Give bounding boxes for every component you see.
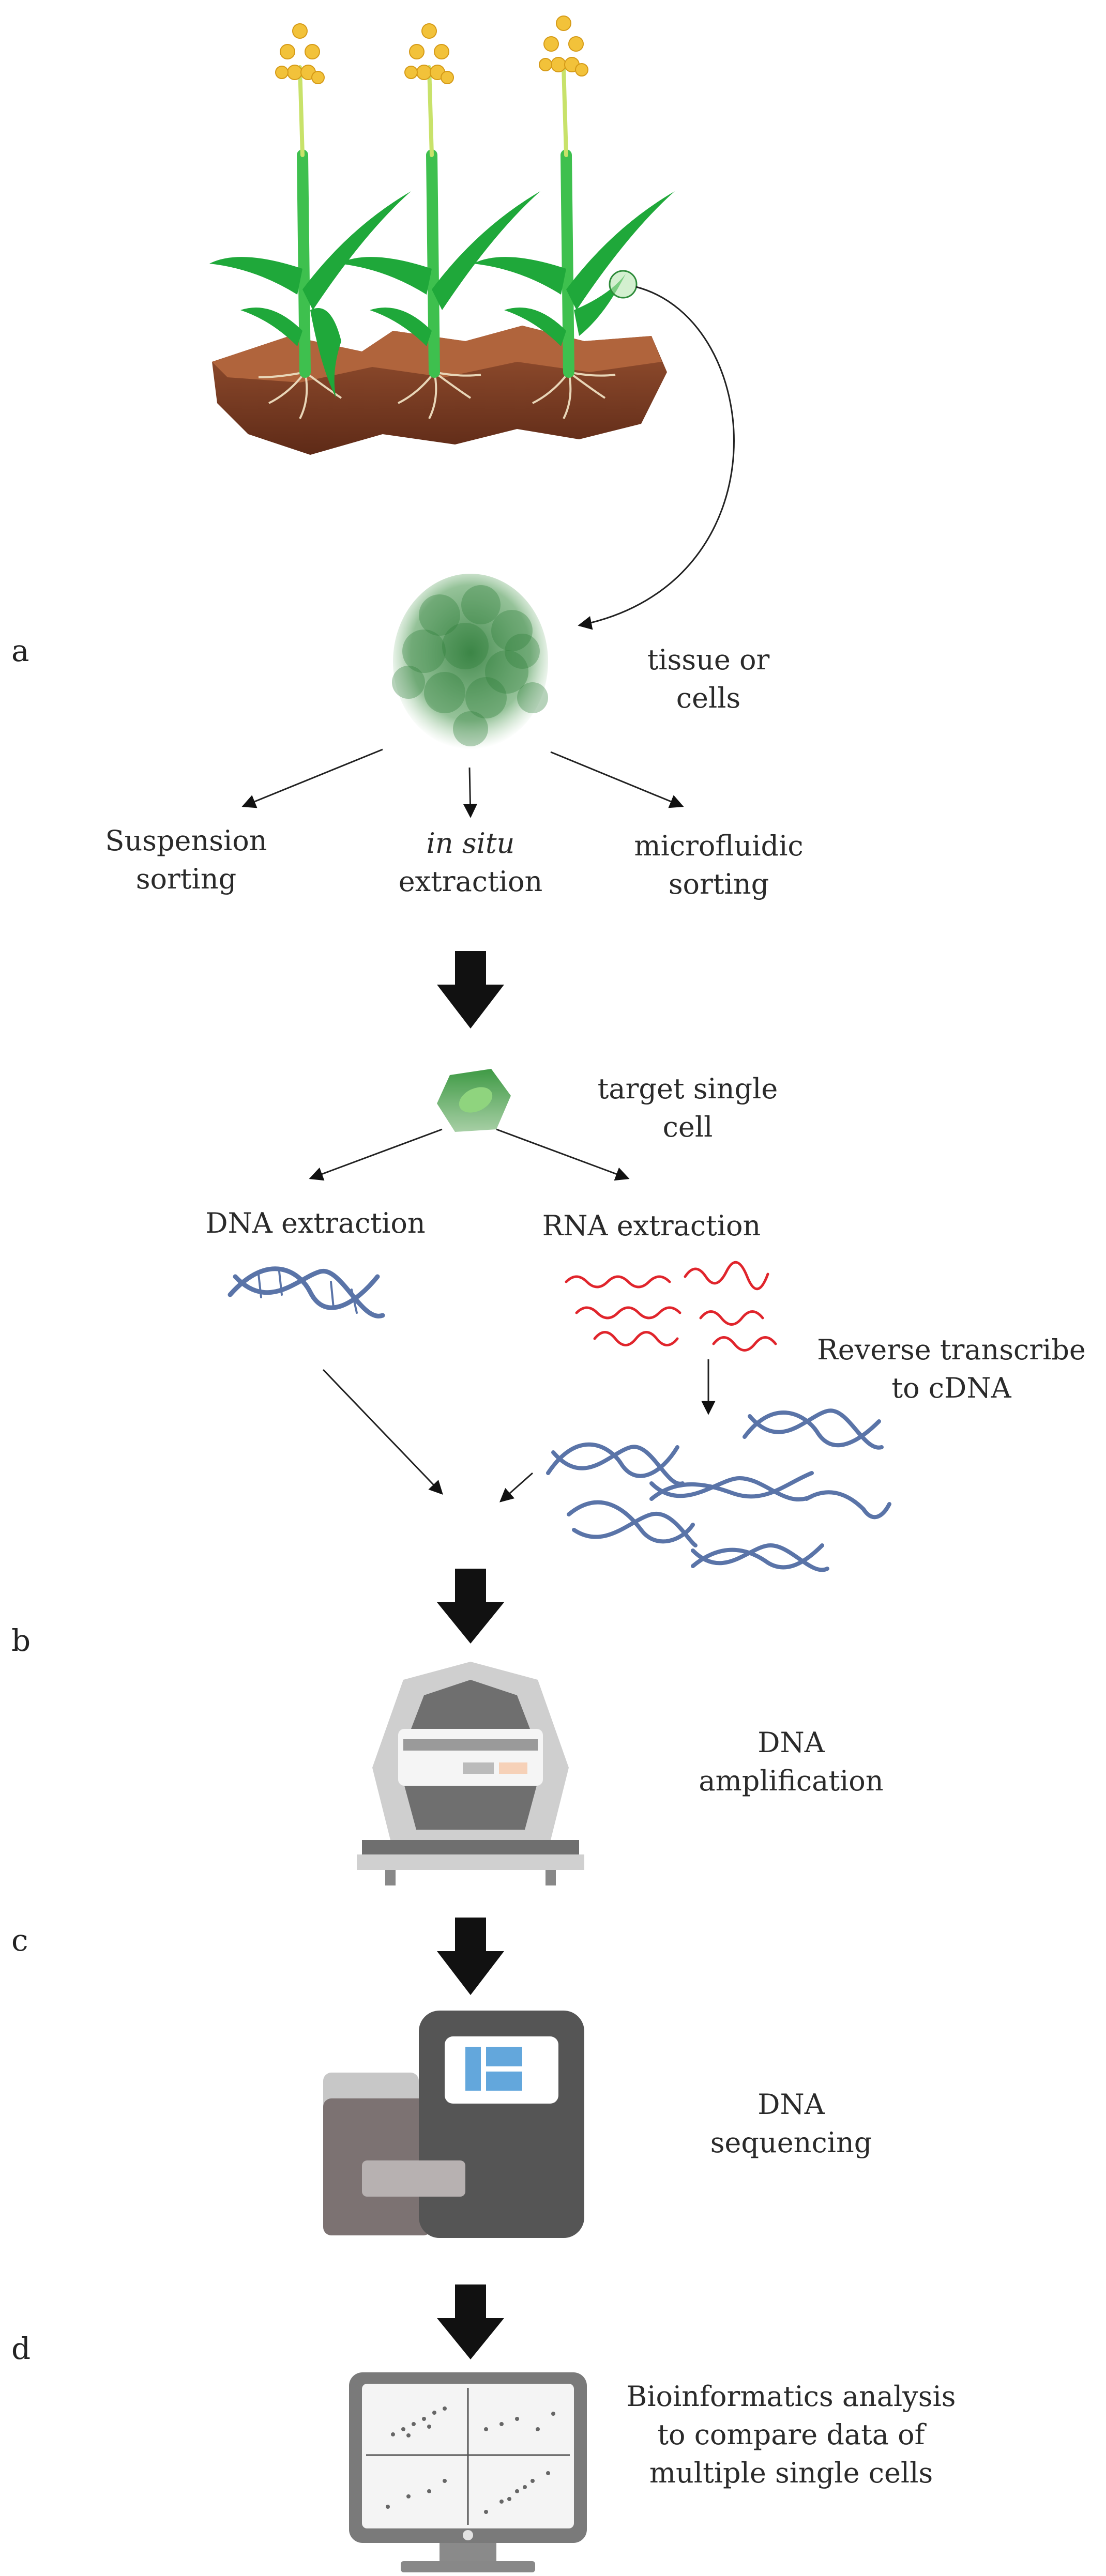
dna-helix-icon: [228, 1266, 385, 1318]
label-tissue-or-cells: tissue or cells: [647, 643, 770, 714]
plant-icon: [209, 16, 675, 455]
computer-monitor-icon: [349, 2372, 587, 2572]
label-dna-sequencing: DNA sequencing: [710, 2088, 872, 2159]
cdna-helix-icon: [546, 1408, 891, 1572]
panel-letter-c: c: [11, 1923, 28, 1958]
curve-connector: [578, 286, 735, 630]
big-arrow-2: [437, 1569, 504, 1644]
label-dna-amplification: DNA amplification: [699, 1726, 884, 1797]
split-arrows-extraction: [309, 1128, 630, 1181]
sequencer-icon: [323, 2011, 584, 2238]
label-target-single-cell: target single cell: [597, 1072, 778, 1143]
rna-strands-icon: [565, 1261, 777, 1352]
big-arrow-4: [437, 2284, 504, 2359]
panel-letter-d: d: [11, 2331, 31, 2366]
label-bioinformatics-analysis: Bioinformatics analysis to compare data …: [626, 2380, 956, 2489]
label-dna-extraction: DNA extraction: [205, 1207, 426, 1239]
label-suspension-sorting: Suspension sorting: [105, 824, 267, 895]
label-reverse-transcribe: Reverse transcribe to cDNA: [817, 1333, 1086, 1404]
big-arrow-3: [437, 1918, 504, 1995]
label-rna-extraction: RNA extraction: [542, 1209, 761, 1242]
tissue-cluster-icon: [392, 574, 548, 749]
label-microfluidic-sorting: microfluidic sorting: [634, 830, 804, 900]
converge-arrows: [322, 1359, 716, 1502]
panel-letter-a: a: [11, 633, 29, 668]
pcr-machine-icon: [357, 1662, 584, 1885]
single-cell-icon: [437, 1069, 511, 1132]
label-in-situ-extraction: in situ extraction: [398, 827, 543, 898]
branch-arrows-sorting: [241, 748, 684, 818]
big-arrow-1: [437, 951, 504, 1029]
panel-letter-b: b: [11, 1623, 31, 1658]
